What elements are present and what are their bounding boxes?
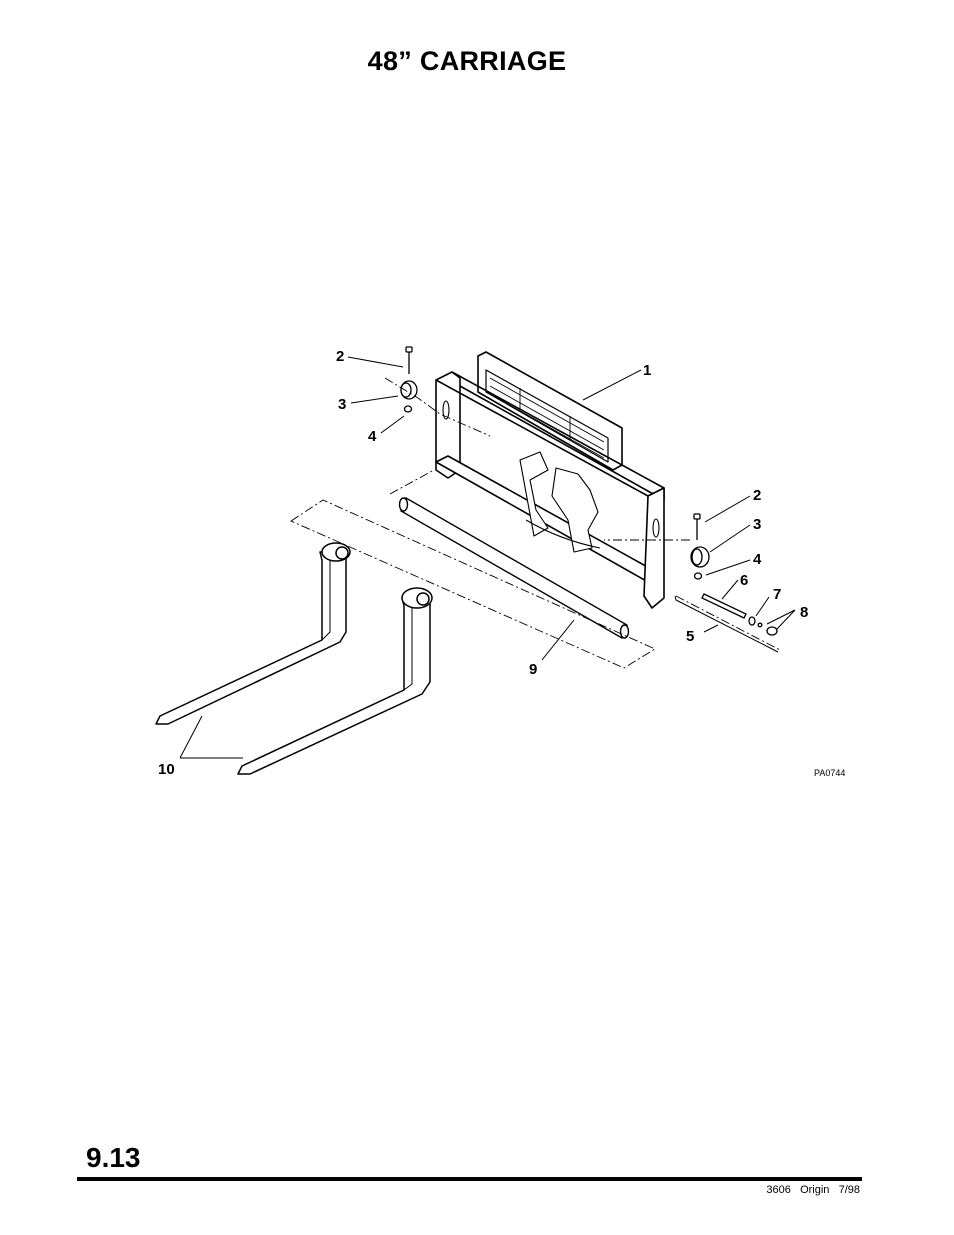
footer-text: 3606 Origin 7/98 [766,1184,860,1196]
callout-2-right: 2 [753,487,761,504]
callout-6: 6 [740,572,748,589]
callout-3-right: 3 [753,516,761,533]
callout-3-left: 3 [338,396,346,413]
leader-lines [179,356,796,759]
forks [155,542,433,775]
cross-shaft [398,496,630,640]
callout-8: 8 [800,604,808,621]
page-number: 9.13 [86,1142,141,1173]
callout-5: 5 [686,628,694,645]
footer-date: 7/98 [838,1184,860,1196]
callout-9: 9 [529,661,537,678]
callout-2-left: 2 [336,348,344,365]
footer-model: 3606 [766,1184,791,1196]
figure-code: PA0744 [814,768,845,778]
right-hardware-stack [690,513,778,636]
carriage-frame [435,351,665,609]
left-hardware-stack [400,346,418,413]
callout-1: 1 [643,362,651,379]
callout-10: 10 [158,761,175,778]
callout-7: 7 [773,586,781,603]
callout-4-left: 4 [368,428,377,445]
page-title: 48” CARRIAGE [367,46,567,76]
footer-rule [77,1177,862,1181]
callout-4-right: 4 [753,551,762,568]
footer-edition: Origin [800,1184,830,1196]
callout-labels: 1 2 3 4 2 3 4 6 7 8 5 9 10 PA0744 [158,348,845,778]
reference-lines [290,377,781,669]
